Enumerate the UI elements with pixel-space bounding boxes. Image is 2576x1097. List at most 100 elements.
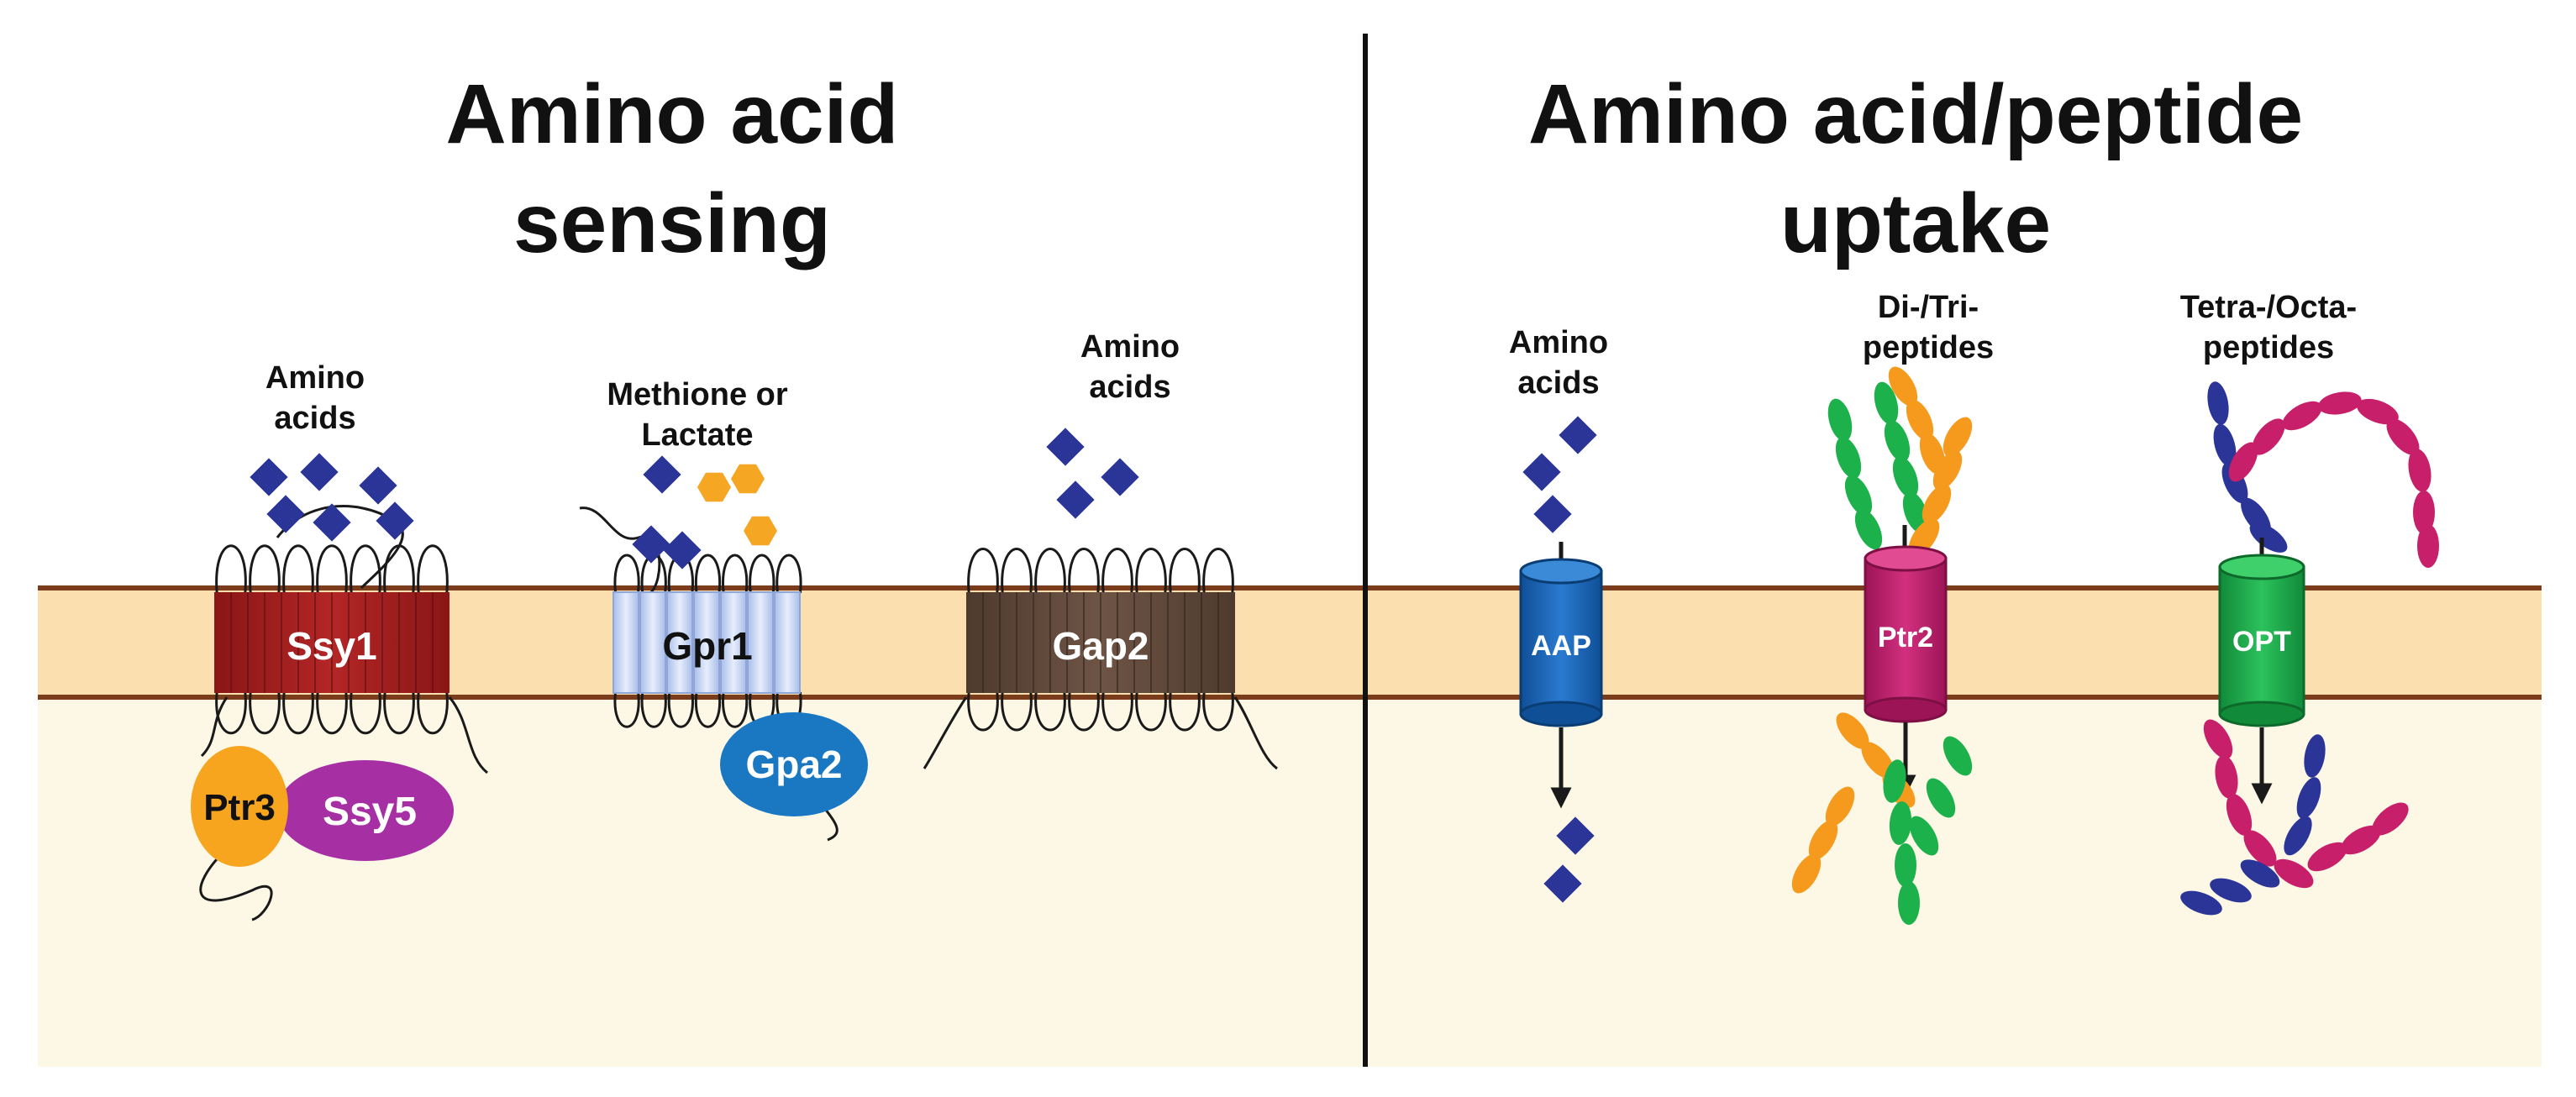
- ssy1-ligand-label-line2: acids: [274, 401, 355, 436]
- amino-acid-diamond: [643, 455, 681, 494]
- aap-ligand-label-line1: Amino: [1509, 325, 1608, 360]
- peptide-residue: [1827, 398, 1853, 442]
- gpa2-label: Gpa2: [745, 743, 842, 786]
- peptide-residue: [2180, 890, 2222, 916]
- ptr3-tail: [199, 847, 273, 921]
- peptide-residue: [2249, 522, 2288, 553]
- amino-acid-diamond: [1533, 495, 1572, 533]
- aap-transporter: AAP: [1519, 542, 1603, 727]
- amino-acid-diamond: [632, 525, 670, 564]
- peptide-residue: [2318, 391, 2362, 415]
- gap2-receptor: Gap2: [923, 548, 1278, 770]
- ptr2-peptides-outside: [1827, 366, 1973, 557]
- peptide-residue: [1943, 736, 1973, 776]
- ptr3-label: Ptr3: [203, 787, 276, 828]
- peptide-residue: [2243, 830, 2277, 867]
- peptide-residue: [1943, 417, 1973, 457]
- gap2-amino-acids: [1046, 428, 1139, 519]
- peptide-residue: [2372, 802, 2409, 836]
- peptide-residue: [2226, 794, 2253, 836]
- ptr2-ligand-label-line2: peptides: [1863, 330, 1994, 365]
- peptide-residue: [1902, 491, 1929, 533]
- peptide-residue: [2413, 491, 2435, 534]
- peptide-residue: [1892, 456, 1919, 498]
- peptide-residue: [2417, 524, 2439, 568]
- gpa2-protein: [720, 712, 868, 816]
- left-panel-title-line2: sensing: [513, 176, 831, 270]
- peptide-residue: [2307, 842, 2347, 872]
- peptide-residue: [1895, 843, 1916, 887]
- amino-acid-diamond: [1046, 428, 1085, 466]
- peptide-residue: [2210, 878, 2252, 903]
- opt-ligand-label-line1: Tetra-/Octa-: [2180, 290, 2357, 325]
- ptr2-ligand-label-line1: Di-/Tri-: [1878, 290, 1979, 325]
- lactate-hexagon: [731, 464, 765, 494]
- peptide-residue: [1825, 786, 1855, 827]
- gap2-label: Gap2: [1052, 624, 1149, 668]
- peptide-residue: [1844, 475, 1873, 517]
- ssy5-label: Ssy5: [323, 790, 417, 834]
- peptide-residue: [2296, 777, 2321, 819]
- opt-label: OPT: [2232, 626, 2291, 658]
- gpr1-receptor: Gpr1: [579, 507, 802, 728]
- gpr1-ligands: [632, 455, 777, 569]
- peptide-residue: [1926, 778, 1956, 818]
- peptide-residue: [2215, 755, 2238, 799]
- peptide-residue: [1808, 820, 1838, 860]
- peptide-residue: [2357, 398, 2399, 425]
- ssy1-receptor: Ssy1: [200, 505, 488, 774]
- peptide-residue: [2207, 381, 2229, 425]
- peptide-residue: [2252, 418, 2285, 455]
- peptide-residue: [1854, 508, 1883, 550]
- peptide-residue: [1884, 420, 1911, 462]
- peptide-residue: [2274, 858, 2314, 889]
- peptide-residue: [2284, 816, 2312, 856]
- ssy5-protein: [277, 760, 454, 861]
- gap2-ligand-label-line2: acids: [1089, 370, 1170, 405]
- aap-amino-acids-inside: [1543, 816, 1595, 903]
- left-panel-title-line1: Amino acid: [446, 67, 899, 161]
- amino-acid-diamond: [663, 531, 702, 569]
- peptide-residue: [1888, 366, 1918, 407]
- cell-membrane: [38, 588, 2542, 697]
- amino-acid-diamond: [1056, 480, 1095, 519]
- ssy1-ligand-label-line1: Amino: [265, 360, 365, 396]
- right-panel-title-line1: Amino acid/peptide: [1528, 67, 2303, 161]
- peptide-residue: [1835, 437, 1862, 479]
- peptide-residue: [2386, 418, 2420, 455]
- opt-transporter: OPT: [2218, 538, 2305, 727]
- amino-acid-diamond: [1543, 864, 1582, 903]
- ptr2-label: Ptr2: [1878, 622, 1933, 653]
- peptide-residue: [1874, 381, 1899, 425]
- peptide-residue: [2408, 449, 2431, 492]
- opt-ligand-label-line2: peptides: [2203, 330, 2334, 365]
- peptide-residue: [2282, 401, 2322, 431]
- peptide-residue: [1791, 853, 1822, 894]
- peptide-residue: [1906, 399, 1934, 441]
- peptide-residue: [1898, 881, 1920, 925]
- gpr1-ligand-label-line1: Methione or: [607, 377, 788, 412]
- peptide-residue: [1889, 801, 1912, 845]
- peptide-residue: [2228, 442, 2258, 482]
- extracellular-background: [38, 34, 2542, 588]
- peptide-residue: [1836, 712, 1869, 749]
- opt-peptides-inside: [2180, 719, 2409, 916]
- aap-ligand-label-line2: acids: [1517, 365, 1599, 401]
- gap2-ligand-label-line1: Amino: [1080, 329, 1180, 365]
- ptr2-peptides-inside: [1791, 712, 1973, 925]
- lactate-hexagon: [744, 516, 777, 546]
- aap-label: AAP: [1531, 630, 1591, 662]
- ptr3-protein: [191, 746, 288, 867]
- peptide-residue: [1861, 742, 1895, 779]
- peptide-residue: [1883, 759, 1906, 803]
- gpr1-ligand-label-line2: Lactate: [641, 417, 753, 453]
- amino-acid-diamond: [1522, 453, 1561, 491]
- ptr2-transporter: Ptr2: [1864, 525, 1948, 723]
- peptide-residue: [2203, 719, 2233, 759]
- opt-peptides-outside: [2207, 381, 2439, 568]
- peptide-residue: [1909, 816, 1939, 856]
- peptide-residue: [2341, 825, 2381, 855]
- peptide-residue: [2304, 734, 2326, 778]
- peptide-residue: [1932, 450, 1963, 491]
